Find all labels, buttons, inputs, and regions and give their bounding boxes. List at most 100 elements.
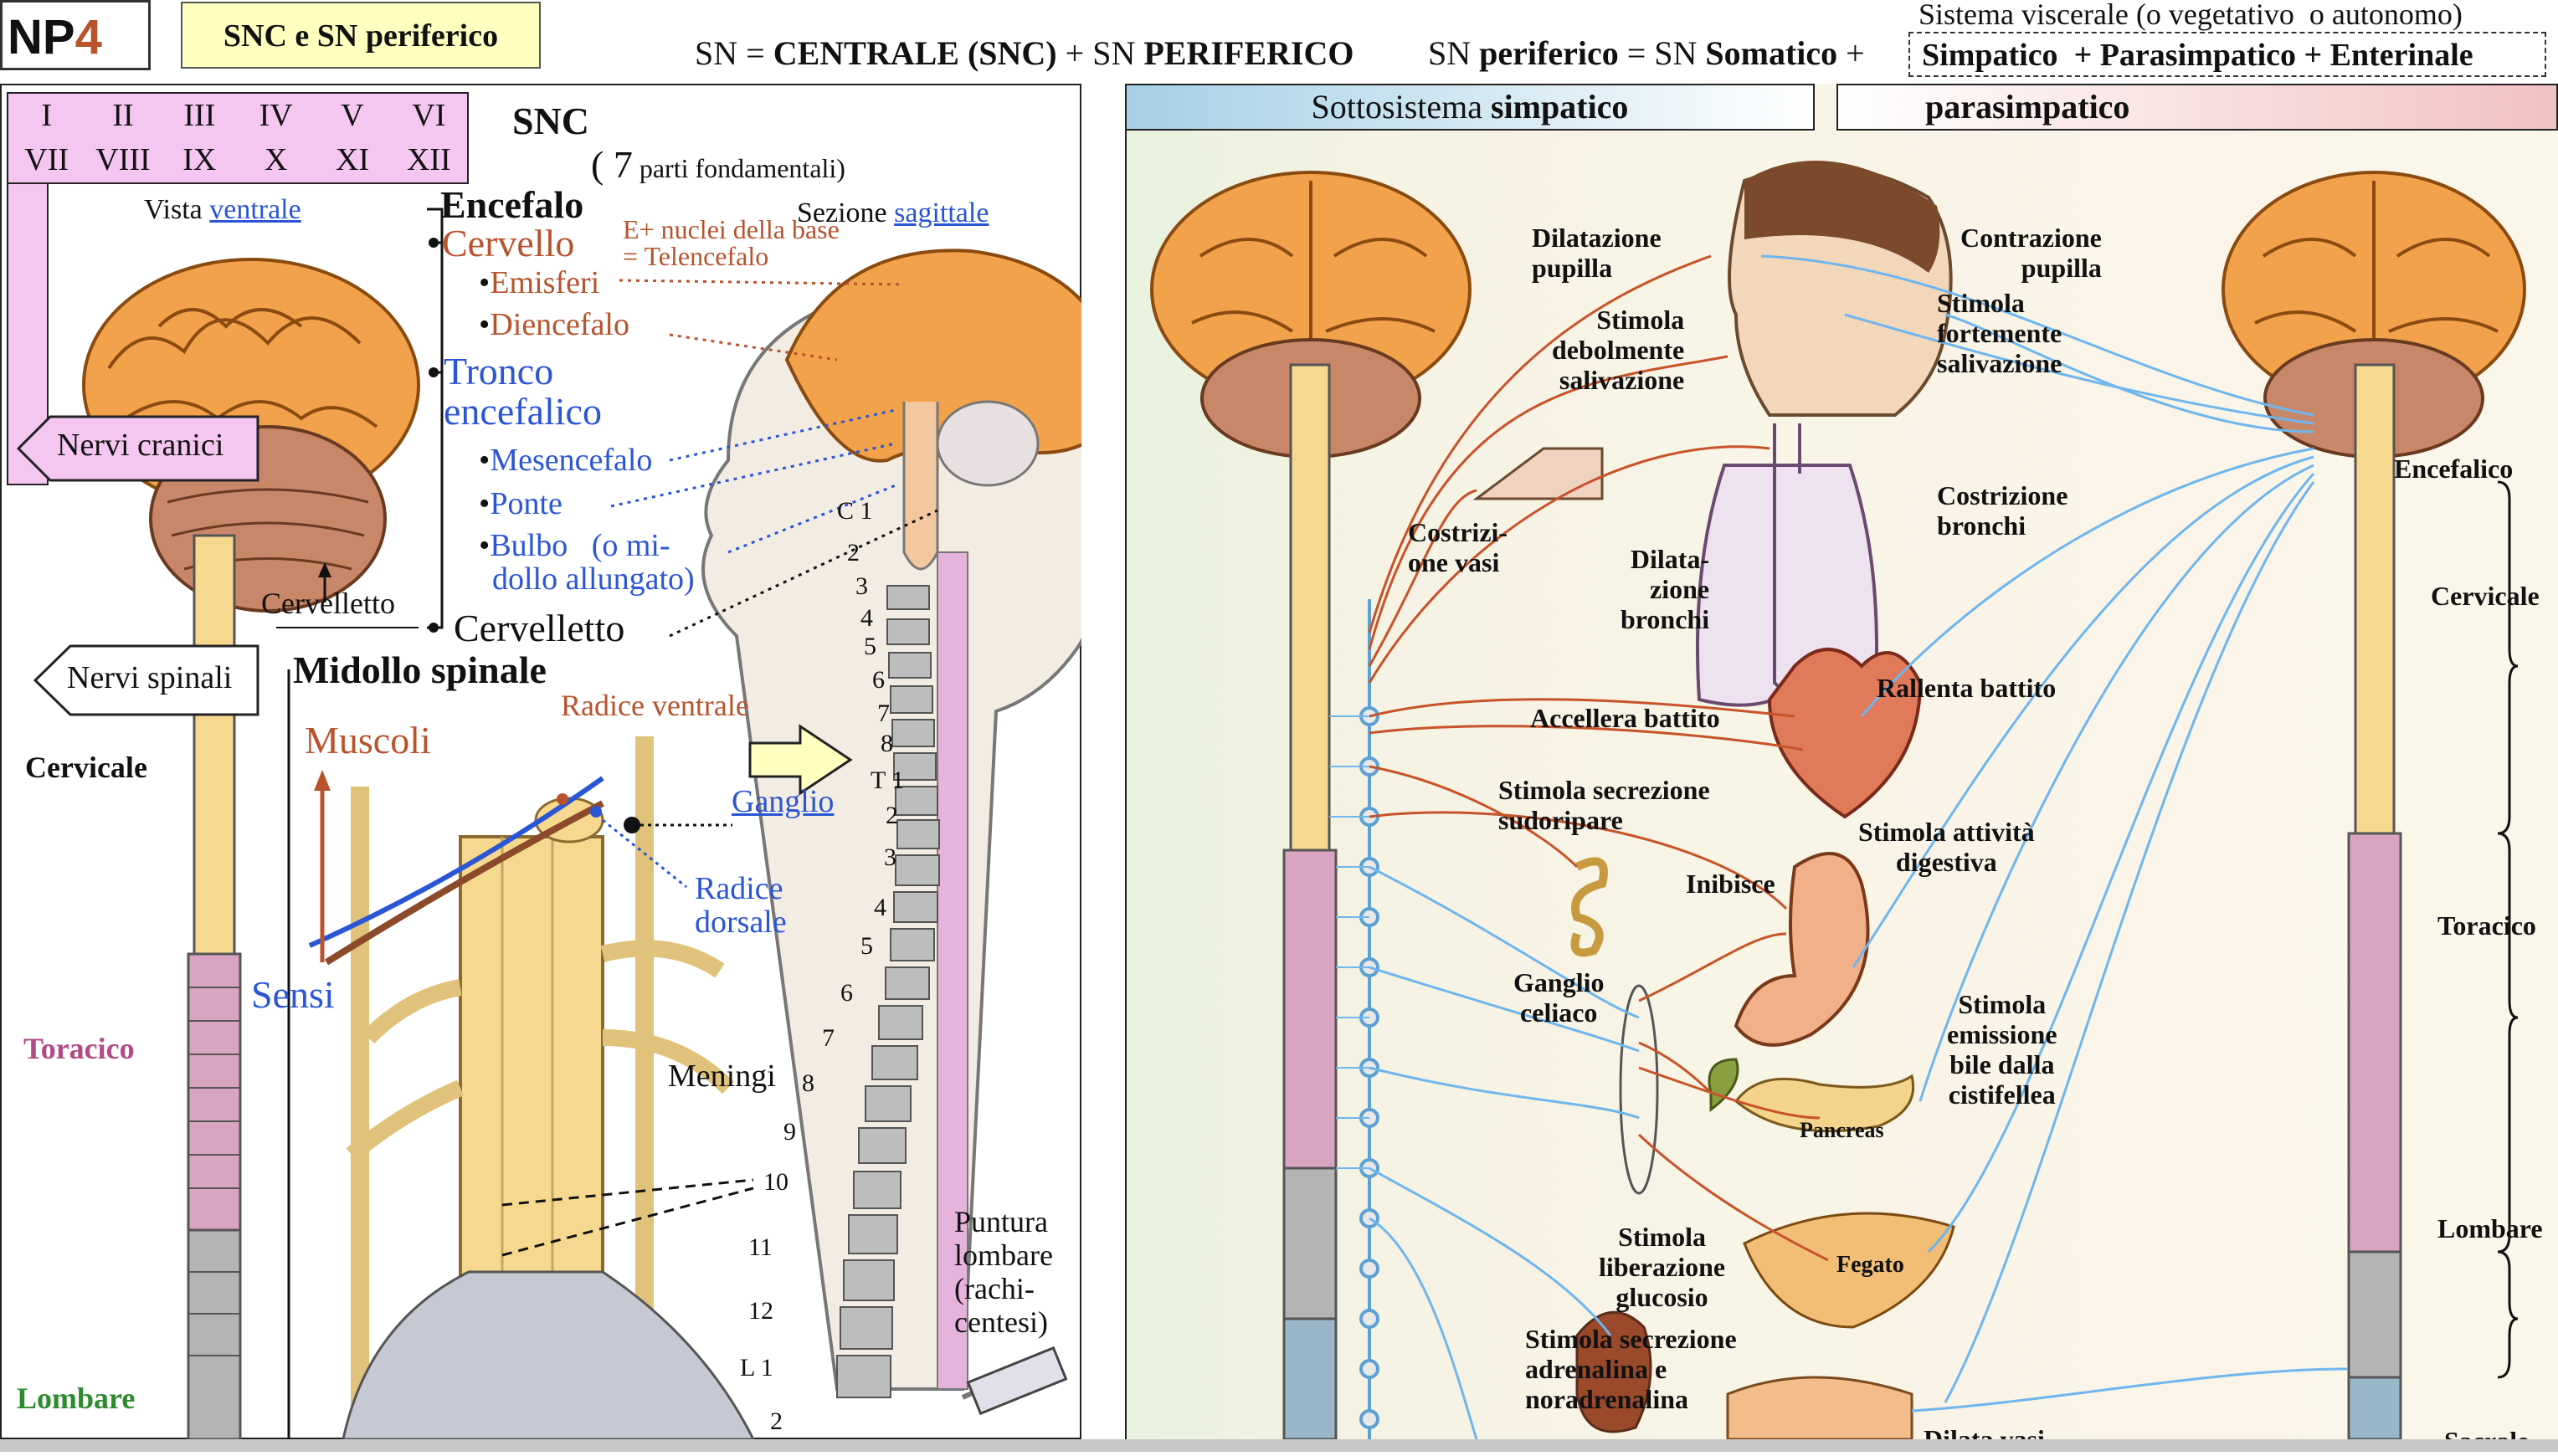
equation-sn: SN = CENTRALE (SNC) + SN PERIFERICO <box>695 34 1354 72</box>
ponte-label: •Ponte <box>479 486 562 521</box>
left-cervicale: Cervicale <box>25 751 147 784</box>
cranial-nerve-4: IV <box>259 98 293 133</box>
sweat-gland-icon <box>1570 857 1608 957</box>
title-box: SNC e SN periferico <box>181 2 541 69</box>
vertebra-t9: 9 <box>783 1118 796 1146</box>
cranial-nerve-5: V <box>341 98 364 133</box>
parasympathetic-cord <box>2347 363 2402 1439</box>
sensi-label: Sensi <box>251 973 335 1016</box>
simpatico-header: Sottosistema simpatico <box>1125 84 1815 131</box>
vertebra-t2: 2 <box>886 802 898 829</box>
cranial-nerves-grid: I II III IV V VI VII VIII IX X XI XII <box>7 92 469 184</box>
snc-subtitle: ( 7 parti fondamentali) <box>591 143 845 186</box>
sagittal-head <box>701 249 1081 1391</box>
left-spinal-cord <box>187 534 242 1439</box>
mesencefalo-label: •Mesencefalo <box>479 443 653 478</box>
cranial-nerve-8: VIII <box>95 142 151 177</box>
midollo-spinale-label: Midollo spinale <box>293 649 547 691</box>
vertebra-t5: 5 <box>860 932 873 960</box>
intestine-icon <box>1726 1376 1913 1439</box>
vertebra-t4: 4 <box>874 894 886 921</box>
celiac-ganglion <box>1619 984 1659 1195</box>
cranial-nerve-6: VI <box>412 98 446 133</box>
sezione-sagittale: Sezione sagittale <box>797 197 989 228</box>
vertebra-t8: 8 <box>802 1069 814 1097</box>
left-toracico: Toracico <box>23 1032 135 1065</box>
cranial-nerve-1: I <box>41 98 52 133</box>
parasimpatico-header: parasimpatico <box>1836 84 2558 131</box>
vertebra-l1: L 1 <box>740 1354 773 1382</box>
bottom-strip <box>0 1439 2558 1452</box>
liver-icon <box>1743 1212 1955 1329</box>
vertebra-t1: T 1 <box>871 766 905 794</box>
label-costrizione-vasi: Costrizi-one vasi <box>1408 517 1508 577</box>
sympathetic-chain <box>1359 599 1379 1439</box>
visceral-box: Simpatico + Parasimpatico + Enterinale <box>1908 32 2546 77</box>
nervi-spinali-label: Nervi spinali <box>67 660 233 695</box>
kidney-icon <box>1575 1310 1652 1433</box>
np-prefix: NP <box>8 10 75 64</box>
ganglio-label: Ganglio <box>732 784 835 819</box>
region-encefalico: Encefalico <box>2394 454 2514 484</box>
vertebra-c1: C 1 <box>837 497 873 525</box>
nervi-cranici-label: Nervi cranici <box>57 428 224 463</box>
region-lombare: Lombare <box>2437 1213 2543 1243</box>
cranial-nerve-11: XI <box>335 142 370 177</box>
region-toracico: Toracico <box>2437 910 2536 941</box>
face-icon <box>1728 161 1953 417</box>
vertebra-c4: 4 <box>860 604 873 632</box>
vertebrae-column <box>836 585 940 1398</box>
emisferi-label: •Emisferi <box>479 265 600 300</box>
parasympathetic-brain <box>2222 171 2526 459</box>
nuclei-base-label: E+ nuclei della base= Telencefalo <box>623 214 840 271</box>
np-badge: NP4 <box>0 0 151 70</box>
vertebra-t12: 12 <box>748 1297 773 1325</box>
encefalo-label: Encefalo <box>440 183 584 226</box>
cranial-nerve-10: X <box>264 142 288 177</box>
vertebra-c8: 8 <box>881 730 893 757</box>
cranial-nerve-3: III <box>183 98 216 133</box>
radice-ventrale-label: Radice ventrale <box>561 689 749 722</box>
equation-periferico: SN periferico = SN Somatico + <box>1428 34 1865 72</box>
bulbo-label: •Bulbo (o mi- dollo allungato) <box>479 528 695 597</box>
vertebra-t11: 11 <box>748 1233 773 1261</box>
vertebra-c2: 2 <box>847 539 860 567</box>
cervello-label: Cervello <box>442 222 575 264</box>
cranial-nerve-2: II <box>112 98 134 133</box>
spinal-cross-section <box>308 736 755 1439</box>
label-inibisce: Inibisce <box>1686 869 1775 899</box>
gallbladder-icon <box>1708 1058 1739 1113</box>
visceral-caption: Sistema viscerale (o vegetativo o autono… <box>1918 0 2463 31</box>
muscoli-label: Muscoli <box>305 719 431 761</box>
vertebra-t3: 3 <box>884 843 896 871</box>
label-accellera-battito: Accellera battito <box>1530 703 1720 733</box>
vertebra-c3: 3 <box>855 572 868 600</box>
lungs-icon <box>1696 423 1878 707</box>
lumbar-needle-icon <box>961 1346 1068 1416</box>
vertebra-c5: 5 <box>864 633 876 660</box>
diencefalo-label: •Diencefalo <box>479 307 629 342</box>
yellow-arrow-icon <box>748 724 853 796</box>
vessel-icon <box>1472 447 1604 500</box>
vista-ventrale: Vista ventrale <box>144 194 301 225</box>
stomach-icon <box>1734 852 1870 1047</box>
cranial-nerve-7: VII <box>24 142 69 177</box>
nervi-cranici-arrow: Nervi cranici <box>16 415 259 486</box>
autonomic-illustration <box>1150 161 2526 1439</box>
label-fegato: Fegato <box>1836 1252 1904 1278</box>
snc-heading: SNC <box>512 100 590 142</box>
pancreas-icon <box>1734 1074 1915 1133</box>
left-illustration <box>82 208 1081 1439</box>
label-rallenta-battito: Rallenta battito <box>1877 673 2057 703</box>
